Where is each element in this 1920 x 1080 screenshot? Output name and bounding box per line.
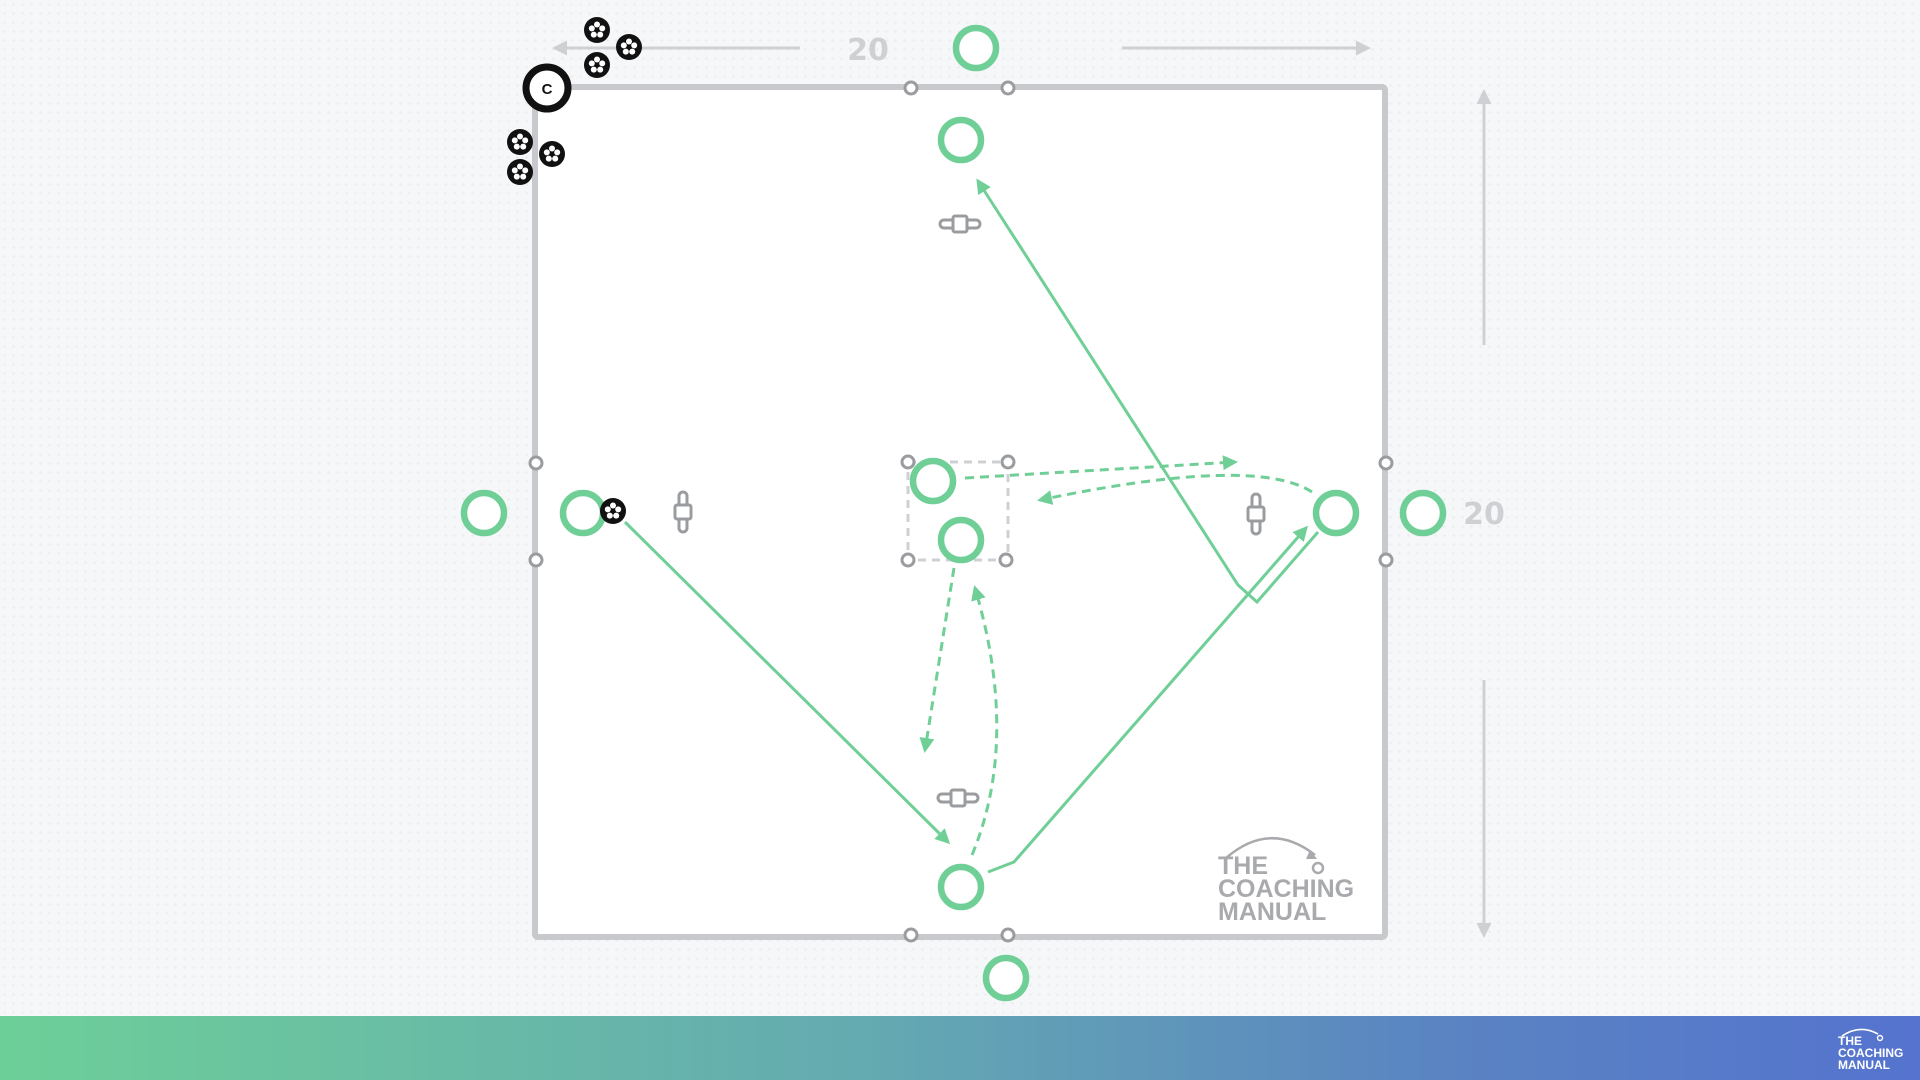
player-center-top	[909, 457, 957, 505]
cone-marker	[1000, 927, 1016, 943]
player-left	[559, 489, 607, 537]
player-top-outside	[952, 24, 1000, 72]
ball	[616, 34, 642, 60]
player-right-outside	[1399, 489, 1447, 537]
watermark-line-1: THE	[1218, 852, 1268, 880]
ball	[584, 52, 610, 78]
cone-marker	[903, 927, 919, 943]
pass-arrow	[964, 455, 1238, 480]
width-label: 20	[847, 33, 889, 68]
cone-marker	[1378, 455, 1394, 471]
ball	[507, 159, 533, 185]
footer-bar: THE COACHING MANUAL	[0, 1016, 1920, 1080]
run-arrow	[623, 520, 951, 845]
drill-diagram: 20 20	[460, 17, 1505, 1002]
mini-gate	[936, 788, 980, 808]
width-dimension: 20	[552, 33, 1371, 68]
center-zone	[906, 460, 1010, 562]
player-bottom	[937, 863, 985, 911]
pass-arrow	[1037, 473, 1313, 505]
cone-marker	[1378, 552, 1394, 568]
footer-logo-line-3: MANUAL	[1838, 1058, 1890, 1072]
mini-gate	[938, 214, 982, 234]
watermark-line-2: COACHING	[1218, 875, 1354, 903]
player-bottom-outside	[982, 954, 1030, 1002]
mini-gate	[1246, 492, 1266, 536]
ball	[600, 498, 626, 524]
mini-gate	[673, 490, 693, 534]
cone-marker	[900, 454, 916, 470]
cone-marker	[528, 455, 544, 471]
pass-arrow	[919, 567, 956, 753]
cone-marker	[900, 552, 916, 568]
player-left-outside	[460, 489, 508, 537]
player-center-bottom	[937, 516, 985, 564]
cone-marker	[528, 552, 544, 568]
run-arrow	[976, 178, 1320, 605]
footer-logo-line-1: THE	[1838, 1034, 1862, 1048]
watermark-line-3: MANUAL	[1218, 898, 1326, 926]
height-dimension: 20	[1463, 89, 1505, 938]
pass-arrow	[970, 585, 999, 856]
pitch-area	[532, 84, 1388, 940]
ball	[507, 129, 533, 155]
cone-marker	[1000, 454, 1016, 470]
watermark-logo: THE COACHING MANUAL	[1218, 837, 1354, 926]
cone-marker	[998, 552, 1014, 568]
cone-marker	[1000, 80, 1016, 96]
run-arrow	[987, 525, 1308, 874]
ball	[539, 141, 565, 167]
cone-marker	[903, 80, 919, 96]
footer-logo-line-2: COACHING	[1838, 1046, 1903, 1060]
footer-logo: THE COACHING MANUAL	[1838, 1028, 1903, 1072]
player-top	[937, 116, 985, 164]
ball	[584, 17, 610, 43]
watermark-arc-icon	[1225, 837, 1316, 859]
player-right	[1312, 489, 1360, 537]
coach-letter: C	[542, 81, 553, 98]
coach-marker: C	[522, 63, 572, 113]
height-label: 20	[1463, 497, 1505, 532]
